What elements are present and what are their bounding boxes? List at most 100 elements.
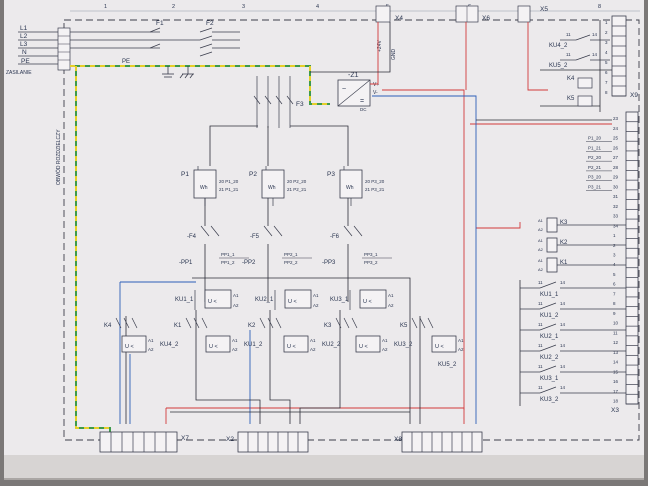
contact-blade xyxy=(539,281,557,289)
svg-text:V-: V- xyxy=(373,90,378,96)
relay-text: U < xyxy=(359,344,368,350)
relay-text: U < xyxy=(363,299,372,305)
contact-pin: 14 xyxy=(560,280,566,285)
relay-box xyxy=(284,289,312,309)
x3-pin: 14 xyxy=(613,360,619,365)
contact-label: KU5_2 xyxy=(549,63,568,69)
pe-label: PE xyxy=(122,59,130,65)
x3-signal-label: P2_20 xyxy=(588,155,602,160)
fuse-f3 xyxy=(253,76,294,128)
coil-label: K2 xyxy=(560,240,568,246)
x3-pin: 5 xyxy=(613,272,616,277)
x3-pin: 29 xyxy=(613,175,619,180)
pp-sub: PP2_1 xyxy=(284,252,298,257)
relay-pin: A2 xyxy=(148,347,154,352)
x3-pin: 33 xyxy=(613,214,619,219)
relay-label: KU5_2 xyxy=(438,362,457,368)
power-supply-z1: ~ = V+ V- DC xyxy=(337,79,379,112)
x3-pin: 18 xyxy=(613,399,619,404)
contact-blade xyxy=(343,317,350,329)
relay-box xyxy=(359,289,387,309)
x3-pin: 24 xyxy=(613,126,619,131)
relay-pin: A1 xyxy=(458,338,464,343)
x9-pin: 4 xyxy=(605,50,608,55)
pp-label: -PP3 xyxy=(322,260,336,266)
svg-text:~: ~ xyxy=(342,86,346,93)
x3-pin: 30 xyxy=(613,184,619,189)
wiring-black xyxy=(125,20,612,424)
relay-pin: A2 xyxy=(382,347,388,352)
coil-pin: A2 xyxy=(538,227,544,232)
strip-x2 xyxy=(237,431,309,453)
relay-box xyxy=(431,335,457,353)
x9-pin: 5 xyxy=(605,60,608,65)
strip-x7 xyxy=(99,431,178,453)
terminal-x2-label: X2 xyxy=(226,436,234,443)
contact-blade xyxy=(539,302,557,310)
contact-blade xyxy=(123,317,130,329)
contact-pin: 11 xyxy=(538,301,543,306)
pp-sub: PP3_1 xyxy=(364,252,378,257)
x3-pin: 3 xyxy=(613,253,616,258)
svg-text:K5: K5 xyxy=(567,96,575,102)
contact-pin: 11 xyxy=(538,343,543,348)
contact-blade xyxy=(539,323,557,331)
meter-pin: 21 P3_21 xyxy=(365,187,385,192)
coil-pin: A2 xyxy=(538,267,544,272)
fuse-f1 xyxy=(149,27,161,49)
x3-signal-label: P3_20 xyxy=(588,175,602,180)
switch-label: -F5 xyxy=(250,234,260,240)
x3-pin: 11 xyxy=(613,330,618,335)
contact-label: KU1_1 xyxy=(540,292,559,298)
contact-label: KU3_1 xyxy=(540,376,559,382)
svg-text:K4: K4 xyxy=(567,76,575,82)
switch-blade xyxy=(210,225,220,237)
terminal-x3-label: X3 xyxy=(611,407,619,414)
contact-blade xyxy=(575,54,591,61)
x3-pin: 26 xyxy=(613,145,619,150)
contactor-label: K5 xyxy=(400,323,408,329)
contact-label: KU3_2 xyxy=(540,397,559,403)
psu-vin: +24V xyxy=(377,40,383,52)
x3-pin: 31 xyxy=(613,194,619,199)
contact-blade xyxy=(427,317,434,329)
contact-blade xyxy=(539,365,557,373)
contact-blade xyxy=(131,317,138,329)
column-number: 3 xyxy=(242,4,245,10)
x9-pin: 2 xyxy=(605,30,608,35)
x3-pin: 27 xyxy=(613,155,619,160)
x3-pin: 9 xyxy=(613,311,616,316)
supply-pe: PE xyxy=(21,58,30,65)
supply-n: N xyxy=(22,49,27,56)
relay-text: U < xyxy=(208,299,217,305)
meter-unit: Wh xyxy=(346,185,354,191)
contact-blade xyxy=(201,317,208,329)
contact-pin: 14 xyxy=(592,32,598,37)
x3-pin: 12 xyxy=(613,340,619,345)
relay-label: KU2_1 xyxy=(255,297,274,303)
enclosure-boundary xyxy=(63,19,640,441)
x3-pin: 13 xyxy=(613,350,619,355)
coil-box xyxy=(546,217,558,233)
switch-blade xyxy=(263,225,273,237)
contact-pin: 11 xyxy=(538,364,543,369)
supply-l2: L2 xyxy=(20,33,28,40)
contact-pin: 14 xyxy=(592,52,598,57)
contact-pin: 14 xyxy=(560,385,566,390)
svg-text:X6: X6 xyxy=(482,15,490,22)
contact-label: KU4_2 xyxy=(549,43,568,49)
meter-pin: 20 P1_20 xyxy=(219,179,239,184)
paper-sheet xyxy=(4,0,644,478)
coil-pin: A1 xyxy=(538,218,544,223)
contact-blade xyxy=(575,34,591,41)
coil-pin: A1 xyxy=(538,258,544,263)
relay-pin: A1 xyxy=(382,338,388,343)
switch-blade xyxy=(273,225,283,237)
relay-box xyxy=(355,335,381,353)
coil-box xyxy=(546,257,558,273)
